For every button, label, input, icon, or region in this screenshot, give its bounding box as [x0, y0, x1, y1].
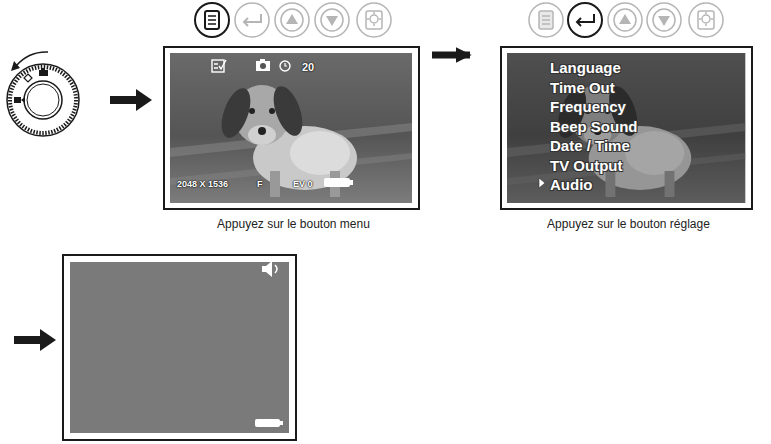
button-row-part — [326, 16, 338, 26]
mode-dial-part — [41, 68, 45, 70]
lcd-screen-menu: 202048 X 1536FEV 0Appuyez sur le bouton … — [163, 46, 420, 210]
turn-arrow-part — [11, 61, 20, 71]
lcd-screen-part — [280, 61, 290, 71]
button-row-part — [195, 3, 229, 37]
lcd-screen-part — [280, 421, 283, 425]
lcd-screen-part — [255, 419, 280, 427]
lcd-screen — [165, 48, 418, 208]
menu-item: Language — [550, 59, 621, 77]
lcd-screen — [502, 48, 751, 208]
lcd-screen-part — [214, 60, 226, 69]
button-row-part — [321, 9, 343, 31]
lcd-screen-part — [260, 63, 266, 69]
lcd-screen-part — [275, 265, 277, 273]
lcd-screen-part — [507, 53, 745, 203]
button-row-part — [658, 16, 670, 26]
menu-item: TV Output — [550, 157, 622, 175]
lcd-screen-part-part — [507, 53, 745, 203]
step-arrow — [14, 329, 56, 351]
screen-readout: 20 — [302, 61, 314, 73]
button-row-part — [281, 9, 303, 31]
lcd-screen-part — [285, 63, 287, 66]
step-arrow — [432, 52, 470, 59]
button-row-part — [699, 12, 713, 26]
button-row-part — [539, 11, 553, 29]
button-row-part — [568, 3, 602, 37]
screen-readout: F — [257, 179, 263, 189]
button-row-part — [367, 12, 381, 26]
lcd-screen-part — [350, 180, 353, 185]
mode-dial-part — [7, 64, 79, 136]
screen-readout: EV 0 — [293, 179, 313, 189]
button-row-part — [357, 3, 391, 37]
button-row — [529, 3, 723, 37]
lcd-screen-part — [324, 178, 350, 187]
menu-item: Beep Sound — [550, 118, 638, 136]
turn-arrow — [11, 52, 48, 71]
step-arrow — [110, 89, 152, 111]
mode-dial-part — [24, 74, 32, 82]
mode-dial-part — [14, 97, 21, 103]
button-row-part — [608, 3, 642, 37]
lcd-screen-part — [262, 261, 272, 277]
button-row-part — [689, 3, 723, 37]
mode-dial-part — [24, 81, 62, 119]
lcd-screen-part — [170, 53, 412, 203]
button-row-part — [286, 14, 298, 24]
menu-item: Frequency — [550, 98, 626, 116]
lcd-screen-part-part — [170, 53, 412, 203]
lcd-screen-part — [502, 48, 751, 208]
button-row-part — [529, 3, 563, 37]
mode-dial-part — [27, 84, 59, 116]
button-row-part — [619, 14, 631, 24]
button-row-part — [208, 16, 216, 24]
button-row-part — [244, 14, 261, 26]
lcd-screen-part — [539, 178, 545, 188]
lcd-screen-part — [260, 59, 265, 61]
mode-dial-part — [21, 97, 25, 103]
button-row-part — [315, 3, 349, 37]
button-row-part — [653, 9, 675, 31]
button-row — [195, 3, 391, 37]
menu-item: Date / Time — [550, 137, 630, 155]
lcd-screen-part — [256, 61, 270, 71]
button-row-part — [370, 15, 378, 23]
lcd-screen-part — [507, 53, 745, 203]
menu-item: Audio — [550, 176, 593, 194]
screen-readout: 2048 X 1536 — [177, 179, 228, 189]
lcd-screen-part — [70, 262, 289, 433]
lcd-screen — [63, 255, 296, 440]
mode-dial-part — [39, 70, 48, 76]
button-row-part — [702, 15, 710, 23]
lcd-screen-part — [63, 255, 296, 440]
step-caption: Appuyez sur le bouton menu — [217, 217, 370, 231]
button-row-part — [698, 11, 714, 29]
button-row-part — [647, 3, 681, 37]
turn-arrow-part — [16, 52, 48, 66]
step-caption: Appuyez sur le bouton réglage — [547, 217, 710, 231]
button-row-part — [366, 11, 382, 29]
lcd-screen-part — [165, 48, 418, 208]
lcd-screen-settings: LanguageTime OutFrequencyBeep SoundDate … — [500, 46, 753, 210]
button-row-part — [614, 9, 636, 31]
button-row-part — [275, 3, 309, 37]
mode-dial-part — [10, 67, 76, 133]
button-row-part — [205, 11, 219, 29]
menu-item: Time Out — [550, 79, 615, 97]
button-row-part — [577, 14, 594, 26]
button-row-part — [542, 16, 550, 24]
button-row-part — [235, 3, 269, 37]
mode-dial — [7, 64, 79, 136]
